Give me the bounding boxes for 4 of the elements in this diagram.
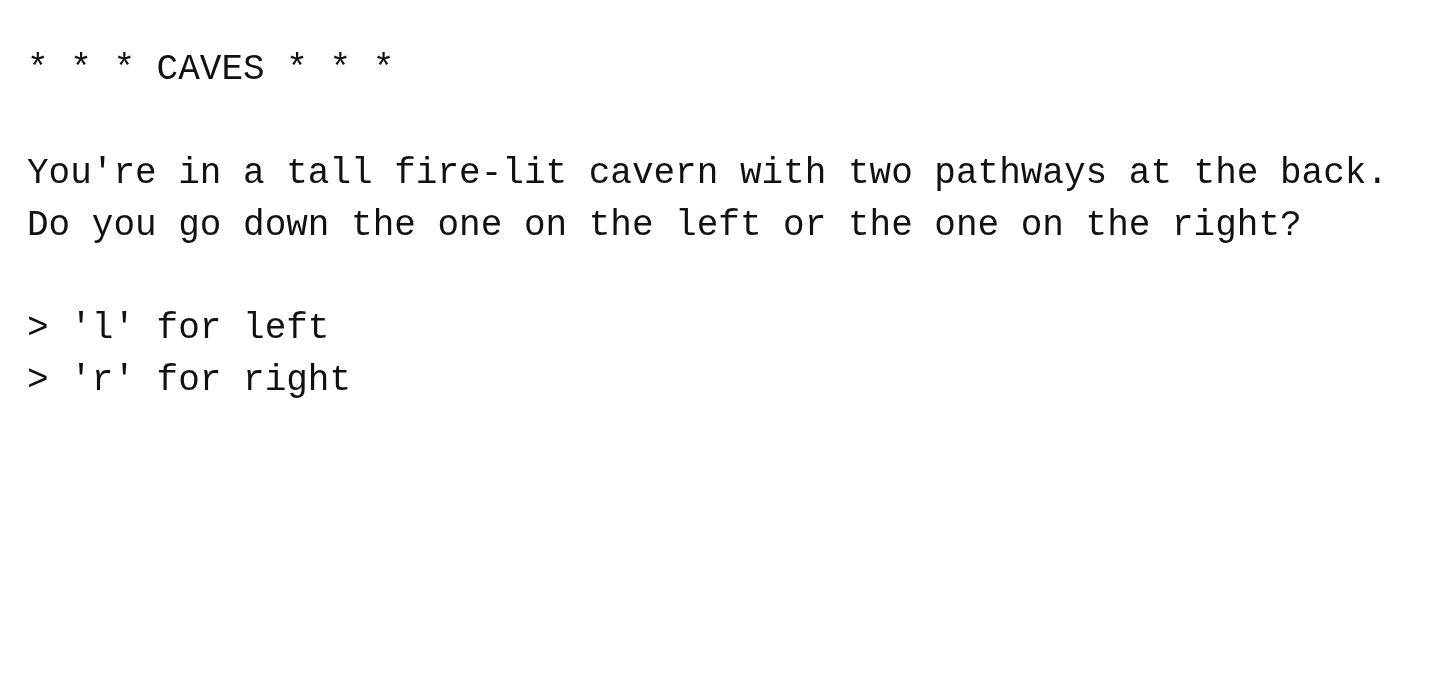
story-paragraph: You're in a tall fire-lit cavern with two pathways at the back. Do you go down the one on the left or the one on the right? <box>27 152 1390 248</box>
choice-option: > 'l' for left <box>27 303 330 355</box>
choice-option: > 'r' for right <box>27 355 352 407</box>
title-text: * * * CAVES * * * <box>27 48 395 92</box>
